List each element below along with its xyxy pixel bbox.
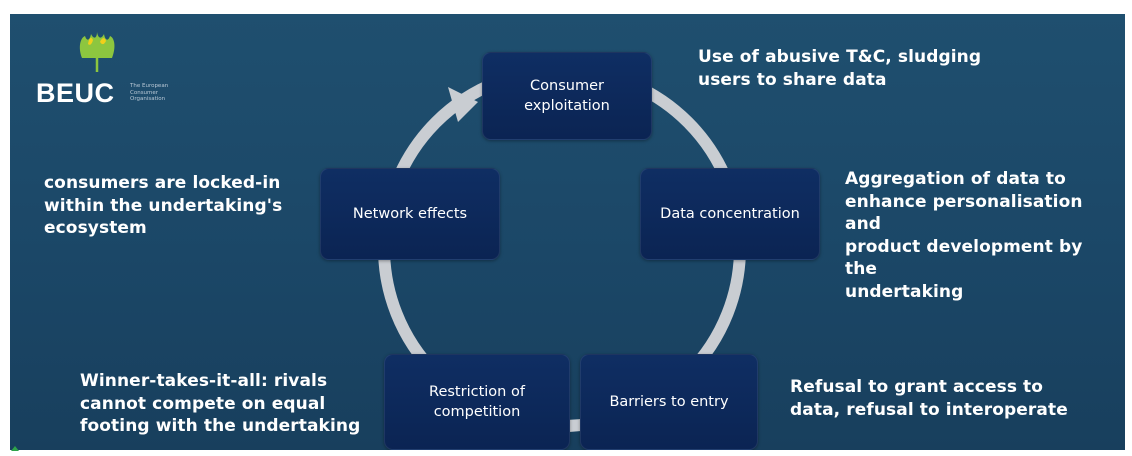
note-barriers-to-entry: Refusal to grant access to data, refusal… bbox=[790, 377, 1068, 420]
corner-marker-icon bbox=[11, 446, 19, 451]
note-consumer-exploitation: Use of abusive T&C, sludging users to sh… bbox=[698, 47, 982, 90]
node-network-effects: Network effects bbox=[320, 168, 500, 260]
node-label: Barriers to entry bbox=[609, 394, 729, 410]
slide-background: BEUC The European Consumer Organisation … bbox=[10, 14, 1125, 450]
node-data-concentration: Data concentration bbox=[640, 168, 820, 260]
cycle-arrowhead-icon bbox=[448, 87, 478, 122]
note-restriction-of-competition: Winner-takes-it-all: rivals cannot compe… bbox=[80, 371, 361, 436]
node-consumer-exploitation: Consumer exploitation bbox=[482, 52, 652, 140]
node-label: Data concentration bbox=[660, 206, 800, 222]
node-label: Network effects bbox=[352, 206, 468, 222]
logo-wordmark: BEUC bbox=[36, 78, 115, 108]
note-data-concentration: Aggregation of data to enhance personali… bbox=[845, 169, 1083, 302]
node-barriers-to-entry: Barriers to entry bbox=[580, 354, 758, 450]
beuc-logo: BEUC The European Consumer Organisation bbox=[36, 28, 196, 118]
logo-tagline: The European Consumer Organisation bbox=[130, 83, 169, 102]
note-network-effects: consumers are locked-in within the under… bbox=[44, 173, 283, 238]
node-label: Consumer exploitation bbox=[524, 78, 610, 114]
node-restriction-of-competition: Restriction of competition bbox=[384, 354, 570, 450]
node-label: Restriction of competition bbox=[429, 384, 525, 420]
tulip-flower-icon bbox=[79, 32, 115, 72]
